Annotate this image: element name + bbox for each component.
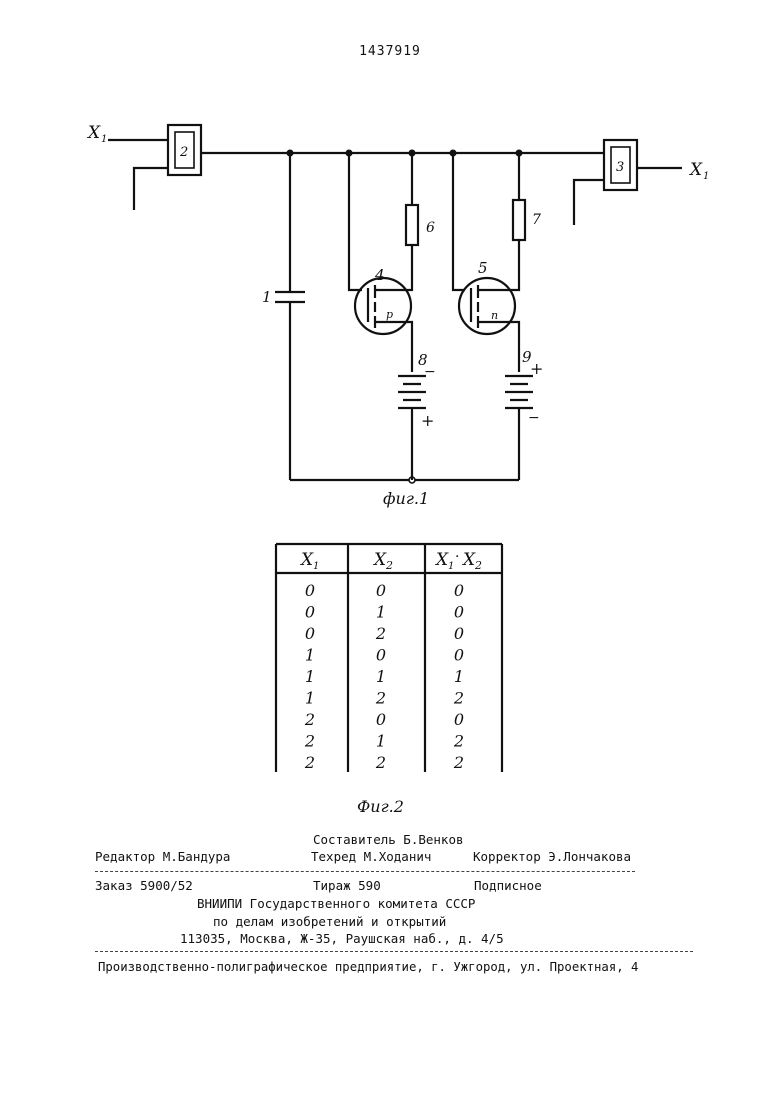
table-cell: 0 bbox=[454, 581, 464, 600]
transistor-4-type: p bbox=[386, 308, 393, 321]
battery-8-top-sign: − bbox=[424, 364, 436, 380]
svg-text:X: X bbox=[299, 550, 314, 570]
table-cell: 0 bbox=[454, 603, 464, 622]
figure-1-caption: фиг.1 bbox=[383, 489, 429, 508]
table-cell: 0 bbox=[305, 581, 315, 600]
transistor-4-label: 4 bbox=[374, 266, 385, 284]
subscription-line: Подписное bbox=[474, 878, 542, 893]
divider-rule bbox=[95, 951, 693, 952]
input-label-sub: 1 bbox=[101, 134, 107, 145]
source-wire-5 bbox=[478, 322, 519, 372]
resistor-6 bbox=[406, 205, 418, 245]
table-cell: 2 bbox=[375, 624, 386, 643]
table-cell: 0 bbox=[376, 581, 386, 600]
input-control-line bbox=[134, 168, 168, 210]
block-2-label: 2 bbox=[179, 145, 188, 160]
header-x2: X 2 bbox=[372, 550, 393, 572]
output-label-sub: 1 bbox=[703, 171, 709, 182]
table-cell: 0 bbox=[376, 710, 386, 729]
header-x1: X 1 bbox=[299, 550, 319, 572]
transistor-4 bbox=[355, 278, 411, 334]
resistor-6-label: 6 bbox=[426, 220, 435, 236]
table-cell: 0 bbox=[454, 646, 464, 665]
svg-text:2: 2 bbox=[474, 559, 482, 572]
table-cell: 2 bbox=[304, 732, 315, 751]
table-cell: 1 bbox=[376, 732, 386, 751]
table-cell: 0 bbox=[454, 624, 464, 643]
table-cell: 2 bbox=[375, 753, 386, 772]
input-label: X bbox=[86, 123, 101, 143]
table-cell: 1 bbox=[305, 689, 315, 708]
svg-text:X: X bbox=[434, 550, 449, 570]
output-label: X bbox=[688, 160, 703, 180]
capacitor-label: 1 bbox=[262, 288, 272, 306]
org-line-1: ВНИИПИ Государственного комитета СССР bbox=[197, 896, 475, 911]
table-cell: 1 bbox=[305, 667, 315, 686]
battery-9-bottom-sign: − bbox=[528, 410, 540, 426]
table-cell: 2 bbox=[453, 732, 464, 751]
drain-wire-4 bbox=[392, 245, 412, 290]
source-wire-4 bbox=[375, 322, 412, 372]
svg-text:X: X bbox=[372, 550, 387, 570]
table-cell: 2 bbox=[453, 753, 464, 772]
order-line: Заказ 5900/52 bbox=[95, 878, 193, 893]
techred-line: Техред М.Ходанич bbox=[311, 849, 431, 864]
corrector-line: Корректор Э.Лончакова bbox=[473, 849, 631, 864]
header-x1x2: X 1 · X 2 bbox=[434, 549, 482, 572]
table-cell: 1 bbox=[376, 603, 386, 622]
table-cell: 2 bbox=[453, 689, 464, 708]
resistor-7-label: 7 bbox=[532, 212, 541, 228]
truth-table: X 1 X 2 X 1 · X 2 0000100201001111222002… bbox=[0, 530, 780, 820]
transistor-5-label: 5 bbox=[478, 259, 488, 277]
table-cell: 1 bbox=[305, 646, 315, 665]
gate-wire-4 bbox=[349, 153, 362, 290]
table-cell: 2 bbox=[304, 753, 315, 772]
table-body: 0 0 0 0 1 0 0 2 0 1 0 0 1 1 1 1 2 2 2 0 0 2 1 2 2 2 2 bbox=[304, 581, 464, 772]
output-control-line bbox=[574, 180, 604, 225]
circuit-diagram: X 1 2 3 X 1 1 6 4 p 8 − + bbox=[0, 0, 780, 520]
block-3-label: 3 bbox=[616, 160, 624, 175]
table-cell: 0 bbox=[305, 603, 315, 622]
svg-text:1: 1 bbox=[313, 561, 319, 572]
org-line-2: по делам изобретений и открытий bbox=[213, 914, 446, 929]
printer-line: Производственно-полиграфическое предприя… bbox=[98, 960, 638, 974]
compiler-line: Составитель Б.Венков bbox=[313, 832, 464, 847]
editor-line: Редактор М.Бандура bbox=[95, 849, 230, 864]
table-cell: 2 bbox=[375, 689, 386, 708]
table-cell: 0 bbox=[376, 646, 386, 665]
figure-2-caption: Фиг.2 bbox=[357, 797, 404, 816]
table-cell: 0 bbox=[454, 710, 464, 729]
transistor-5-type: n bbox=[491, 309, 498, 322]
battery-9-top-sign: + bbox=[530, 359, 543, 378]
table-cell: 1 bbox=[376, 667, 386, 686]
battery-8-bottom-sign: + bbox=[421, 411, 434, 430]
circulation-line: Тираж 590 bbox=[313, 878, 381, 893]
table-cell: 2 bbox=[304, 710, 315, 729]
gate-wire-5 bbox=[453, 153, 465, 290]
svg-text:X: X bbox=[461, 550, 476, 570]
divider-rule bbox=[95, 871, 635, 872]
table-cell: 0 bbox=[305, 624, 315, 643]
org-line-3: 113035, Москва, Ж-35, Раушская наб., д. … bbox=[180, 931, 504, 946]
svg-text:2: 2 bbox=[385, 559, 393, 572]
svg-text:1: 1 bbox=[448, 561, 454, 572]
table-cell: 1 bbox=[454, 667, 464, 686]
resistor-7 bbox=[513, 200, 525, 240]
svg-text:·: · bbox=[455, 549, 459, 565]
transistor-5 bbox=[459, 278, 515, 334]
